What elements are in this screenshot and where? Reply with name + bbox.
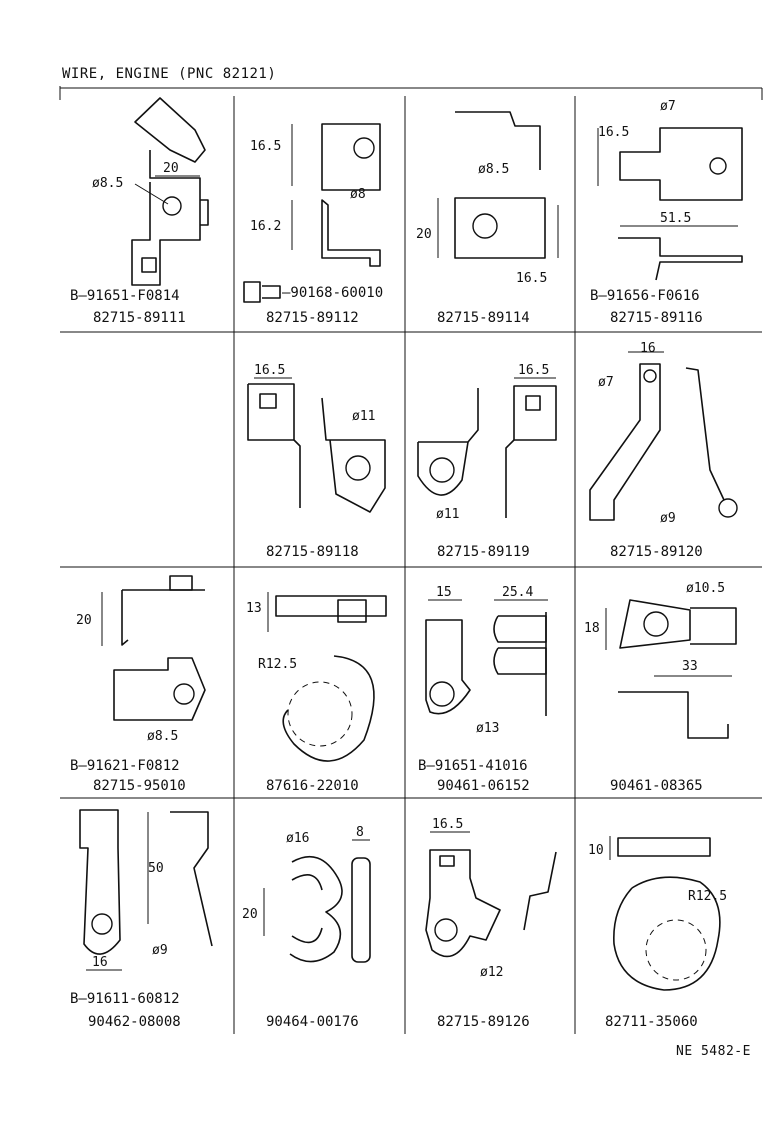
part-82715-89112-drawing [243,123,381,303]
dim-d13-c33: ø13 [476,721,499,736]
dim-162-c12: 16.2 [250,219,281,234]
dim-165-c14: 16.5 [598,125,629,140]
dim-10-c44: 10 [588,843,604,858]
part-90461-08365-drawing [605,599,737,739]
dim-165-c23: 16.5 [518,363,549,378]
dim-20-c13: 20 [416,227,432,242]
dim-18-c34: 18 [584,621,600,636]
dim-20-c42: 20 [242,907,258,922]
dim-d11-c22: ø11 [352,409,375,424]
partno-c13: 82715-89114 [437,310,530,326]
partno-c22: 82715-89118 [266,544,359,560]
diagram-title: WIRE, ENGINE (PNC 82121) [62,66,277,82]
dim-16-c41: 16 [92,955,108,970]
part-90464-00176-drawing [263,839,371,963]
dim-d12-c43: ø12 [480,965,503,980]
part-82715-89120-drawing [589,351,738,521]
dim-d85-c11: ø8.5 [92,176,123,191]
dim-d105-c34: ø10.5 [686,581,725,596]
grid-lines [59,86,763,1034]
part-87616-22010-drawing [267,592,387,762]
dim-20-c11: 20 [163,161,179,176]
part-90461-06152-drawing [425,599,548,716]
dim-254-c33: 25.4 [502,585,533,600]
dim-13-c32: 13 [246,601,262,616]
partno-c31: 82715-95010 [93,778,186,794]
part-82715-89114-drawing [437,111,559,259]
subpart-c14: B—91656-F0616 [590,288,700,304]
part-82711-35060-drawing [609,836,721,991]
dim-50-c41: 50 [148,861,164,876]
part-82715-89119-drawing [417,377,557,518]
partno-c34: 90461-08365 [610,778,703,794]
dim-165-c43: 16.5 [432,817,463,832]
partno-c41: 90462-08008 [88,1014,181,1030]
dim-8-c42: 8 [356,825,364,840]
dim-d9-c41: ø9 [152,943,168,958]
part-82715-89116-drawing [597,127,743,281]
dim-d11-c23: ø11 [436,507,459,522]
subpart-c11: B—91651-F0814 [70,288,180,304]
dim-165-c22: 16.5 [254,363,285,378]
partno-c43: 82715-89126 [437,1014,530,1030]
dim-d8-c12: ø8 [350,187,366,202]
part-82715-89126-drawing [425,831,557,958]
subpart-c31: B—91621-F0812 [70,758,180,774]
partno-c12: 82715-89112 [266,310,359,326]
part-82715-95010-drawing [101,575,206,721]
dim-20-c31: 20 [76,613,92,628]
partno-c44: 82711-35060 [605,1014,698,1030]
subpart-c12: —90168-60010 [282,285,383,301]
part-82715-89118-drawing [247,377,386,513]
dim-165-c12: 16.5 [250,139,281,154]
dim-d9-c24: ø9 [660,511,676,526]
partno-c42: 90464-00176 [266,1014,359,1030]
dim-d7-c14: ø7 [660,99,676,114]
partno-c33: 90461-06152 [437,778,530,794]
part-82715-89111-drawing [131,97,209,286]
dim-16-c24: 16 [640,341,656,356]
dim-33-c34: 33 [682,659,698,674]
dim-d85-c31: ø8.5 [147,729,178,744]
partno-c11: 82715-89111 [93,310,186,326]
subpart-c33: B—91651-41016 [418,758,528,774]
partno-c14: 82715-89116 [610,310,703,326]
dim-d7-c24: ø7 [598,375,614,390]
part-90462-08008-drawing [79,809,213,971]
drawing-code: NE 5482-E [676,1044,751,1059]
dim-515-c14: 51.5 [660,211,691,226]
partno-c32: 87616-22010 [266,778,359,794]
dim-d85-c13: ø8.5 [478,162,509,177]
partno-c23: 82715-89119 [437,544,530,560]
partno-c24: 82715-89120 [610,544,703,560]
dim-d16-c42: ø16 [286,831,309,846]
dim-r125-c44: R12.5 [688,889,727,904]
dim-165-c13: 16.5 [516,271,547,286]
dim-r125-c32: R12.5 [258,657,297,672]
subpart-c41: B—91611-60812 [70,991,180,1007]
dim-15-c33: 15 [436,585,452,600]
